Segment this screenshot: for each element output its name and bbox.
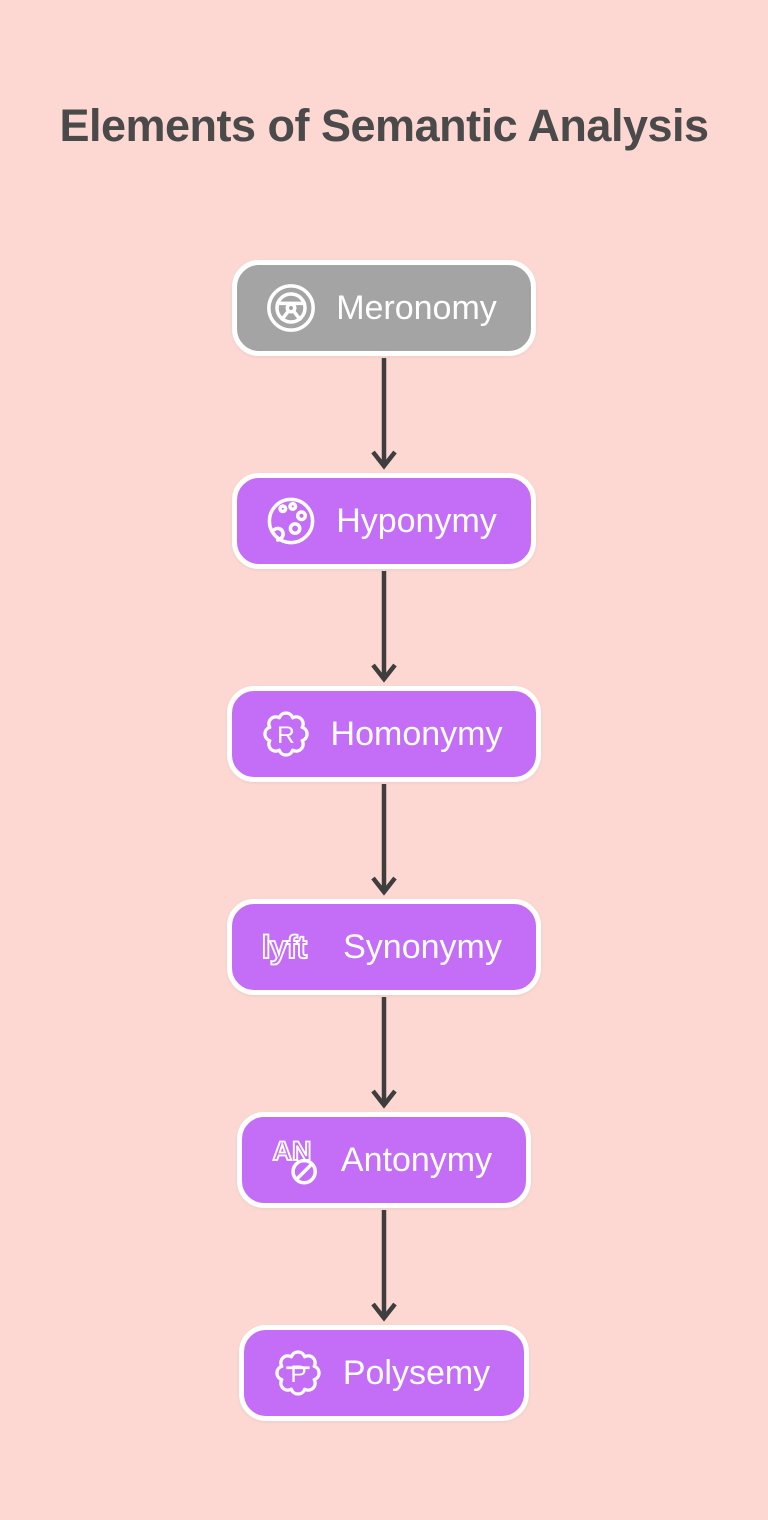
an-prohibited-icon: AN [272, 1135, 317, 1185]
node-hyponymy: Hyponymy [232, 473, 536, 569]
node-polysemy: P Polysemy [238, 1325, 530, 1421]
node-antonymy: AN Antonymy [236, 1112, 532, 1208]
registered-badge-icon: R [262, 711, 309, 757]
node-label: Polysemy [342, 1353, 491, 1392]
palette-icon [267, 497, 315, 545]
node-meronomy: Meronomy [232, 260, 536, 356]
node-synonymy: lyft Synonymy [227, 899, 541, 995]
node-label: Synonymy [343, 927, 502, 966]
lyft-logo-icon: lyft [261, 928, 310, 966]
svg-text:lyft: lyft [262, 929, 308, 965]
arrow-down-icon [371, 784, 397, 896]
arrow-down-icon [371, 1210, 397, 1322]
arrow-down-icon [371, 358, 397, 470]
svg-text:R: R [277, 722, 295, 749]
steering-wheel-icon [267, 284, 316, 332]
node-label: Hyponymy [336, 501, 497, 540]
node-label: Meronomy [336, 288, 497, 327]
peso-badge-icon: P [275, 1350, 321, 1396]
node-label: Homonymy [330, 714, 503, 753]
page-title: Elements of Semantic Analysis [59, 100, 709, 151]
arrow-down-icon [371, 997, 397, 1109]
arrow-down-icon [371, 571, 397, 683]
svg-text:P: P [290, 1361, 306, 1388]
node-label: Antonymy [340, 1140, 493, 1179]
flowchart: Meronomy Hyponymy R Homonymy lyft [0, 260, 768, 1421]
node-homonymy: R Homonymy [226, 686, 542, 782]
